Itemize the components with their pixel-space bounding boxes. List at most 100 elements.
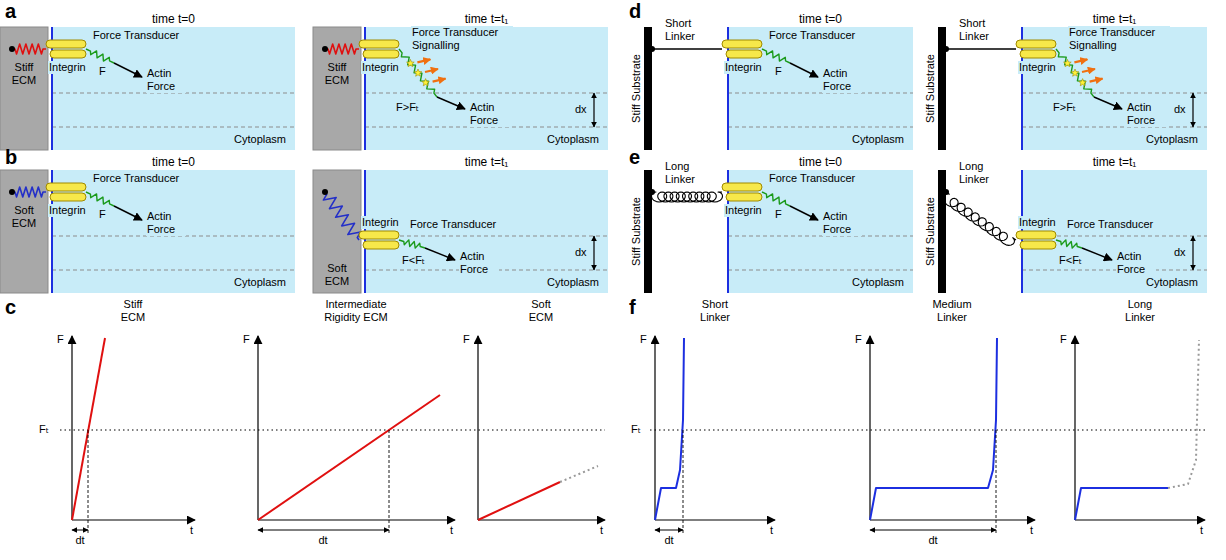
- displacement-arrow: [593, 93, 594, 127]
- integrin-shape: [1020, 50, 1056, 58]
- force-axis: [1074, 336, 1075, 520]
- force-transducer-spring: [762, 192, 790, 206]
- integrin-shape: [1020, 241, 1056, 249]
- time-label: time t=0: [798, 155, 843, 169]
- ecm-block: Stiff ECM: [313, 27, 361, 150]
- force-axis: [869, 336, 870, 520]
- cytoplasm-label: Cytoplasm: [851, 133, 905, 146]
- time-label: time t=t₁: [1092, 155, 1138, 169]
- crossing-line: [683, 430, 684, 534]
- time-label: time t=t₁: [1092, 12, 1138, 26]
- axis-label: t: [599, 524, 604, 537]
- anchor-dot: [9, 46, 15, 52]
- integrin-shape: [722, 183, 762, 191]
- ecm-block: Soft ECM: [313, 170, 361, 293]
- annotation-label: Integrin: [1018, 216, 1057, 229]
- time-axis: [1075, 519, 1205, 520]
- annotation-label: Integrin: [1018, 61, 1057, 74]
- signal-arrow: [1082, 69, 1095, 72]
- displacement-arrow: [1192, 236, 1193, 270]
- chart-title: Stiff ECM: [114, 298, 152, 324]
- ecm-spring: [12, 187, 46, 197]
- anchor-dot: [322, 189, 328, 195]
- force-curve: [72, 338, 105, 520]
- reference-line: [1022, 270, 1207, 271]
- annotation-label: Actin Force: [146, 67, 186, 93]
- cytoplasm-fill: [365, 170, 608, 293]
- time-label: time t=0: [151, 155, 196, 169]
- ecm-spring: [12, 44, 46, 54]
- signal-star: [1071, 69, 1079, 76]
- interval-label: dt: [317, 534, 328, 547]
- signal-arrow: [425, 69, 438, 72]
- axis-label: t: [189, 524, 194, 537]
- crossing-line: [389, 430, 390, 534]
- interval-arrow: [870, 530, 996, 531]
- crossing-line: [996, 430, 997, 534]
- annotation-label: Integrin: [48, 61, 87, 74]
- panel-letter: f: [628, 296, 637, 318]
- ecm-block: [0, 170, 48, 293]
- annotation-label: Force Transducer Signalling: [1068, 26, 1170, 52]
- displacement-arrow: [1192, 93, 1193, 127]
- integrin-shape: [46, 40, 86, 48]
- axis-label: F: [56, 333, 65, 346]
- annotation-label: Force Transducer: [768, 29, 856, 42]
- force-transducer-spring: [1056, 240, 1082, 248]
- annotation-label: F: [98, 65, 107, 78]
- ecm-block: [0, 27, 48, 150]
- long-linker: [652, 192, 723, 202]
- threshold-label: Fₜ: [38, 423, 50, 436]
- force-transducer-spring: [762, 49, 790, 63]
- force-curve-extrapolated: [560, 466, 598, 482]
- annotation-label: Force Transducer: [92, 29, 180, 42]
- reference-line: [52, 270, 295, 271]
- anchor-dot: [943, 189, 949, 195]
- short-linker: [946, 48, 1016, 50]
- threshold-label: Fₜ: [630, 423, 642, 436]
- force-curve: [1075, 488, 1168, 520]
- actin-force-arrow: [437, 97, 465, 109]
- short-linker: [652, 48, 722, 50]
- anchor-dot: [9, 189, 15, 195]
- interval-arrow: [258, 530, 389, 531]
- actin-force-arrow: [114, 206, 142, 220]
- annotation-label: F: [774, 208, 783, 221]
- force-transducer-spring: [399, 49, 437, 97]
- axis-label: t: [449, 524, 454, 537]
- substrate-label: Stiff Substrate: [629, 196, 642, 267]
- integrin-shape: [722, 40, 762, 48]
- annotation-label: F: [98, 208, 107, 221]
- displacement-label: dx: [574, 246, 588, 259]
- time-label: time t=t₁: [464, 12, 510, 26]
- force-curve: [655, 338, 684, 520]
- axis-label: F: [242, 333, 251, 346]
- anchor-dot: [649, 46, 655, 52]
- integrin-shape: [50, 193, 86, 201]
- axis-label: t: [1199, 524, 1204, 537]
- threshold-line: [60, 429, 605, 430]
- annotation-label: Integrin: [361, 61, 400, 74]
- substrate-bar: [644, 170, 652, 293]
- actin-force-arrow: [1094, 97, 1122, 109]
- panel-letter: e: [628, 146, 641, 168]
- integrin-shape: [359, 40, 399, 48]
- time-axis: [870, 519, 1035, 520]
- signal-star: [414, 69, 422, 76]
- cytoplasm-label: Cytoplasm: [546, 133, 600, 146]
- reference-line: [728, 127, 913, 128]
- chart-title: Soft ECM: [522, 298, 560, 324]
- force-axis: [654, 336, 655, 520]
- signal-arrow: [1074, 59, 1087, 62]
- annotation-label: F>Fₜ: [1052, 101, 1077, 114]
- signal-star: [422, 79, 430, 86]
- integrin-shape: [50, 50, 86, 58]
- force-curve: [870, 338, 997, 520]
- annotation-label: Actin Force: [469, 101, 509, 127]
- integrin-shape: [363, 241, 399, 249]
- panel-letter: d: [628, 0, 642, 22]
- time-axis: [258, 519, 455, 520]
- annotation-label: F>Fₜ: [395, 101, 420, 114]
- cytoplasm-fill: [52, 27, 295, 150]
